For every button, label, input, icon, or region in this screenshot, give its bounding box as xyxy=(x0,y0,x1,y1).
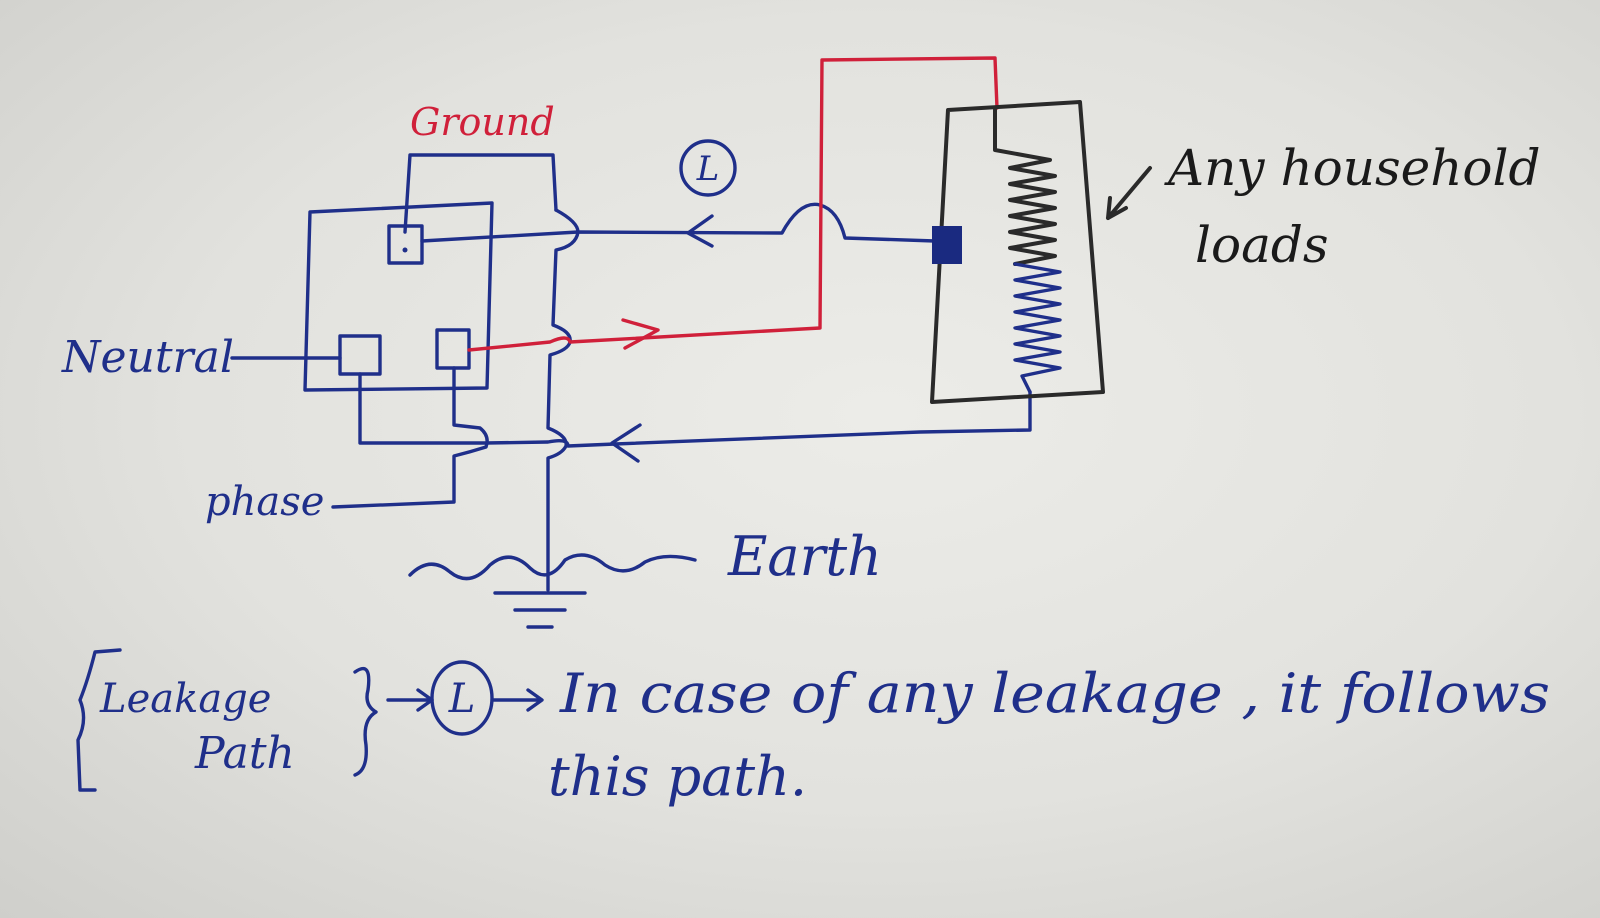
load-label-line1: Any household xyxy=(1164,139,1541,197)
arrow-left-bottom xyxy=(610,423,642,463)
load-coil-upper xyxy=(993,108,1057,266)
load-label-line2: loads xyxy=(1195,216,1329,274)
arrow-right-red xyxy=(621,318,660,350)
arrow-left-top xyxy=(686,214,714,248)
ground-wire-loop xyxy=(403,153,558,234)
phase-input-wire xyxy=(331,366,489,509)
load-coil-lower xyxy=(1013,262,1062,394)
earth-label: Earth xyxy=(727,525,882,588)
legend-text-line1: In case of any leakage , it follows xyxy=(559,662,1550,725)
leak-marker-label: L xyxy=(696,149,720,189)
neutral-terminal xyxy=(338,334,382,376)
legend-arrow-1 xyxy=(386,688,434,712)
ground-terminal-dot xyxy=(402,247,408,253)
legend-marker-circle xyxy=(430,660,494,736)
socket-housing xyxy=(303,201,494,392)
earth-return-wire xyxy=(420,202,937,243)
ground-label: Ground xyxy=(410,100,555,144)
phase-live-wire xyxy=(467,56,999,352)
load-enclosure xyxy=(930,100,1105,404)
legend-bracket-line2: Path xyxy=(194,728,295,779)
load-pointer-arrow xyxy=(1106,166,1152,220)
earth-symbol xyxy=(493,591,587,629)
legend-marker-label: L xyxy=(448,676,476,722)
legend-left-brace xyxy=(76,648,122,792)
ground-terminal xyxy=(387,224,424,265)
legend-text-line2: this path. xyxy=(548,745,807,808)
load-terminal xyxy=(932,226,962,264)
earth-vertical-wire xyxy=(546,208,580,592)
legend-right-brace xyxy=(353,666,378,777)
legend-arrow-2 xyxy=(492,688,544,712)
legend-bracket-line1: Leakage xyxy=(99,676,271,722)
earth-ground-wave xyxy=(408,553,697,581)
phase-label: phase xyxy=(205,479,324,525)
neutral-return-wire xyxy=(358,372,1032,448)
leak-marker-circle xyxy=(679,139,737,197)
neutral-label: Neutral xyxy=(61,332,234,383)
phase-terminal xyxy=(435,328,471,370)
